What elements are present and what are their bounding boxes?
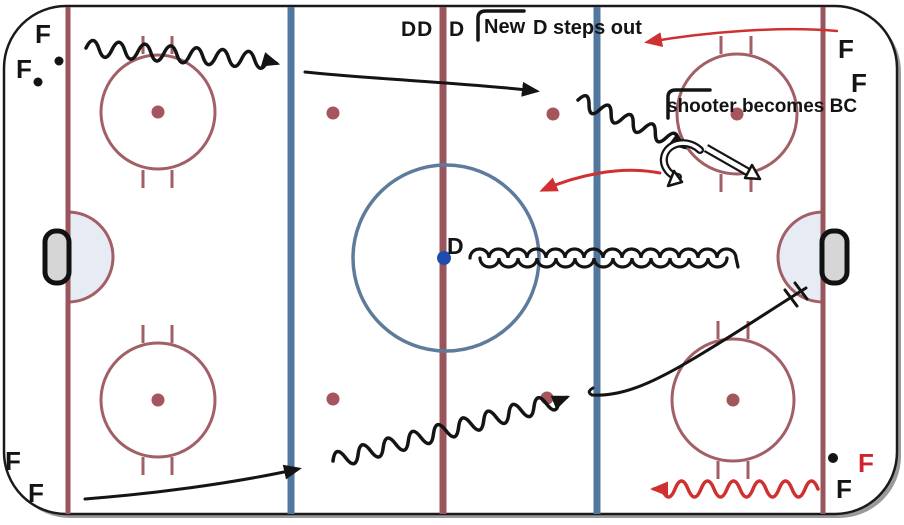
center-circle (351, 163, 541, 353)
goal-crease-right (776, 210, 824, 304)
goal-net-right (819, 228, 850, 286)
shot-hash-marks (783, 281, 809, 308)
goal-net-left (42, 228, 72, 286)
pass-arrow-top (303, 70, 540, 97)
player-f-bottom-right-black: F (836, 474, 852, 504)
player-f-top-right-upper: F (838, 34, 854, 64)
outlined-pass-arrow (703, 144, 762, 181)
faceoff-circle-bottom-left (99, 325, 217, 475)
bracket-shooter (666, 88, 712, 120)
player-f-top-right-lower: F (851, 68, 867, 98)
bracket-new-d (476, 9, 526, 42)
goal-crease-left (67, 210, 115, 304)
player-f-bottom-left-upper: F (5, 446, 21, 476)
carry-puck-arrow-top-left (84, 38, 281, 70)
player-dot-top-left-2 (33, 77, 43, 87)
player-f-bottom-left-lower: F (28, 478, 44, 508)
defense-pair-label: DD (401, 18, 433, 41)
d-steps-out-label: D steps out (533, 17, 642, 39)
shooter-becomes-bc-label: shooter becomes BC (667, 96, 857, 117)
neutral-dot-top-left (326, 106, 340, 120)
defense-single-label: D (449, 18, 465, 41)
neutral-dot-bottom-left (326, 392, 340, 406)
carry-puck-arrow-zone-entry (576, 93, 688, 150)
stickhandle-chain (468, 247, 740, 269)
carry-puck-arrow-bottom (331, 395, 571, 466)
red-arrow-top (644, 27, 839, 48)
new-d-label: New (484, 16, 526, 38)
neutral-dot-top-right (546, 107, 560, 121)
player-dot-bottom-right (828, 453, 838, 463)
center-d-label: D (447, 233, 464, 259)
faceoff-circle-top-right (675, 36, 799, 192)
player-dot-top-left-1 (54, 56, 64, 66)
red-curl-arrow-center (539, 168, 662, 192)
red-wavy-arrow-bottom-right (650, 479, 820, 499)
faceoff-circle-bottom-right (670, 321, 796, 479)
player-f-top-left-lower: F (16, 54, 32, 84)
center-faceoff-dot (437, 251, 451, 265)
player-f-top-left-upper: F (35, 19, 51, 49)
pass-arrow-bottom-left (83, 464, 302, 501)
pivot-arrow (659, 139, 704, 188)
player-f-bottom-right-red: F (858, 448, 874, 478)
shot-line (587, 281, 809, 397)
